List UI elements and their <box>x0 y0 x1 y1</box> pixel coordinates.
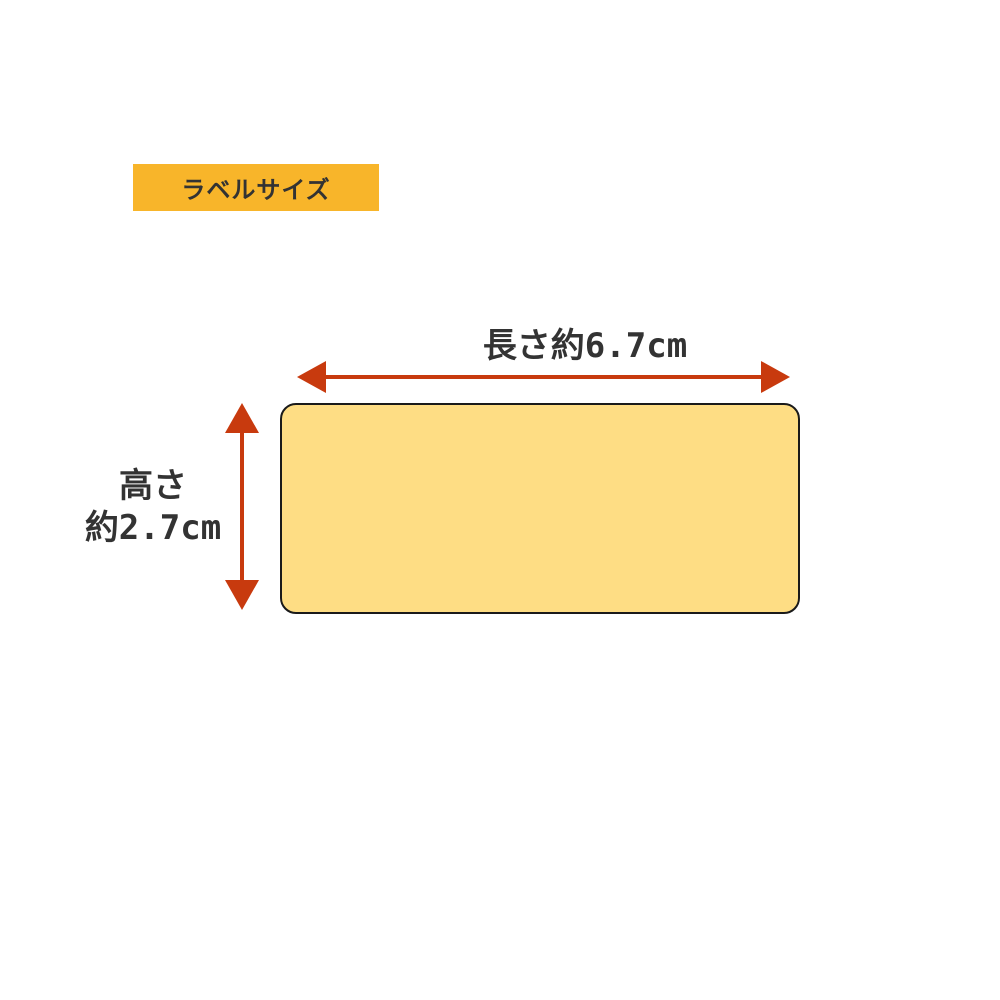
length-arrow-icon <box>297 361 790 393</box>
section-title-badge: ラベルサイズ <box>133 164 379 211</box>
section-title: ラベルサイズ <box>181 176 331 204</box>
height-arrow-icon <box>225 403 259 610</box>
length-label: 長さ約6.7cm <box>482 326 688 366</box>
height-label-line2: 約2.7cm <box>84 508 222 548</box>
height-label: 高さ 約2.7cm <box>62 465 244 549</box>
height-label-line1: 高さ <box>119 466 187 506</box>
label-shape <box>280 403 800 614</box>
